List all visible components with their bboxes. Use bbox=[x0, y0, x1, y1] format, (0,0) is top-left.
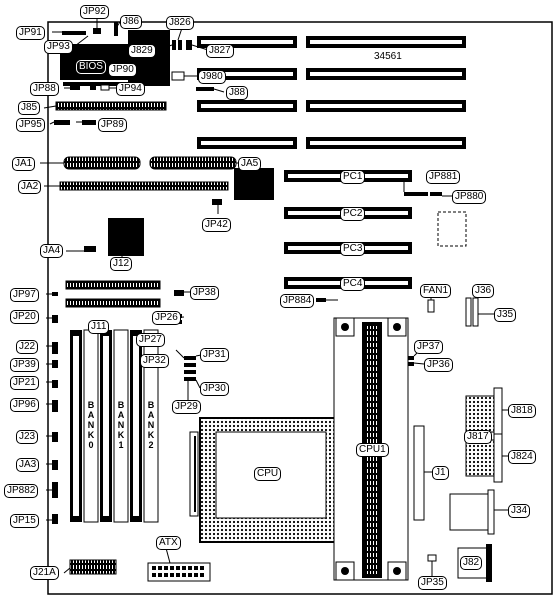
label-jp881: JP881 bbox=[426, 170, 461, 184]
j34-port bbox=[449, 493, 491, 531]
label-bank0: BANK0 bbox=[86, 400, 96, 450]
j1-connector bbox=[413, 425, 425, 521]
label-jp88: JP88 bbox=[30, 82, 59, 96]
label-jp15: JP15 bbox=[10, 514, 39, 528]
label-j1: J1 bbox=[432, 466, 449, 480]
label-jp35: JP35 bbox=[418, 576, 447, 590]
label-bios: BIOS bbox=[76, 60, 106, 74]
label-j35: J35 bbox=[494, 308, 517, 322]
label-ja3: JA3 bbox=[16, 458, 40, 472]
label-j11: J11 bbox=[88, 320, 110, 334]
label-jp89: JP89 bbox=[98, 118, 127, 132]
label-jp97: JP97 bbox=[10, 288, 39, 302]
label-j824: J824 bbox=[508, 450, 536, 464]
label-jp42: JP42 bbox=[202, 218, 231, 232]
label-jp36: JP36 bbox=[424, 358, 453, 372]
label-jp884: JP884 bbox=[280, 294, 315, 308]
label-cpu: CPU bbox=[254, 467, 282, 481]
label-jp20: JP20 bbox=[10, 310, 39, 324]
label-j817: J817 bbox=[464, 430, 492, 444]
label-j36: J36 bbox=[472, 284, 495, 298]
label-jp96: JP96 bbox=[10, 398, 39, 412]
label-bank1: BANK1 bbox=[116, 400, 126, 450]
label-jp21: JP21 bbox=[10, 376, 39, 390]
label-jp39: JP39 bbox=[10, 358, 39, 372]
label-ja4: JA4 bbox=[40, 244, 64, 258]
label-jp37: JP37 bbox=[414, 340, 443, 354]
label-jp93: JP93 bbox=[44, 40, 73, 54]
label-pc3: PC3 bbox=[340, 242, 366, 256]
label-j826: J826 bbox=[166, 16, 194, 30]
label-serial-number: 34561 bbox=[374, 51, 402, 62]
label-jp90: JP90 bbox=[108, 63, 137, 77]
label-j827: J827 bbox=[206, 44, 234, 58]
label-j22: J22 bbox=[16, 340, 39, 354]
label-pc1: PC1 bbox=[340, 170, 366, 184]
label-jp32: JP32 bbox=[140, 354, 169, 368]
label-j980: J980 bbox=[198, 70, 226, 84]
label-j82: J82 bbox=[460, 556, 483, 570]
label-jp30: JP30 bbox=[200, 382, 229, 396]
label-j88: J88 bbox=[226, 86, 249, 100]
label-ja1: JA1 bbox=[12, 157, 36, 171]
label-bank2: BANK2 bbox=[146, 400, 156, 450]
label-fan1: FAN1 bbox=[420, 284, 452, 298]
label-cpu1: CPU1 bbox=[356, 443, 389, 457]
controller-chip bbox=[108, 218, 144, 256]
battery bbox=[437, 211, 467, 247]
label-j818: J818 bbox=[508, 404, 536, 418]
label-j34: J34 bbox=[508, 504, 531, 518]
label-pc4: PC4 bbox=[340, 277, 366, 291]
label-ja5: JA5 bbox=[238, 157, 262, 171]
j12-header bbox=[65, 280, 161, 290]
label-jp92: JP92 bbox=[80, 5, 109, 19]
label-jp880: JP880 bbox=[452, 190, 487, 204]
j11-header bbox=[65, 298, 161, 308]
j21a-block bbox=[69, 559, 117, 575]
chipset-chip bbox=[234, 168, 274, 200]
label-j829: J829 bbox=[128, 44, 156, 58]
label-jp26: JP26 bbox=[152, 311, 181, 325]
label-jp38: JP38 bbox=[190, 286, 219, 300]
label-jp27: JP27 bbox=[136, 333, 165, 347]
label-ja2: JA2 bbox=[18, 180, 42, 194]
label-atx: ATX bbox=[156, 536, 181, 550]
label-pc2: PC2 bbox=[340, 207, 366, 221]
label-jp882: JP882 bbox=[4, 484, 39, 498]
label-j21a: J21A bbox=[30, 566, 59, 580]
label-jp91: JP91 bbox=[16, 26, 45, 40]
label-jp94: JP94 bbox=[116, 82, 145, 96]
label-j86: J86 bbox=[120, 15, 143, 29]
label-jp95: JP95 bbox=[16, 118, 45, 132]
label-jp29: JP29 bbox=[172, 400, 201, 414]
label-j85: J85 bbox=[18, 101, 41, 115]
label-j23: J23 bbox=[16, 430, 39, 444]
label-jp31: JP31 bbox=[200, 348, 229, 362]
label-j12: J12 bbox=[110, 257, 133, 271]
